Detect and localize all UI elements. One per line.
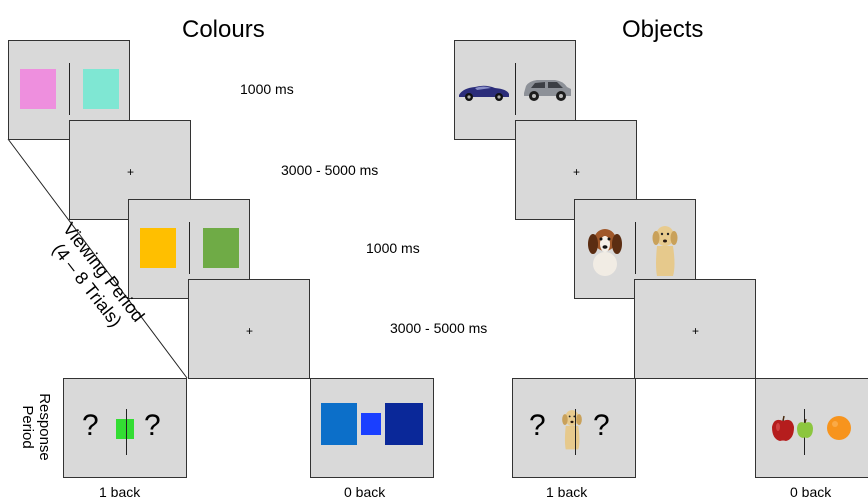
- objects-0back-caption: 0 back: [790, 484, 832, 500]
- divider-line: [69, 63, 70, 115]
- labrador-dog-icon: [652, 226, 678, 276]
- bright-green-square: [116, 419, 134, 439]
- question-mark-right: ?: [593, 409, 610, 442]
- colours-0back-caption: 0 back: [344, 484, 386, 500]
- response-period-line1: Response: [36, 393, 53, 461]
- suv-car-icon: [524, 80, 571, 101]
- response-period-line2: Period: [19, 405, 36, 449]
- divider-line: [635, 222, 636, 274]
- timing-fixation-2: 3000 - 5000 ms: [390, 320, 488, 336]
- objects-response-1back-panel: ? ?: [512, 378, 636, 478]
- divider-line: [189, 222, 190, 274]
- fixation-cross: +: [573, 165, 581, 179]
- blue-mid-square: [361, 413, 381, 435]
- colours-response-0back-panel: [310, 378, 434, 478]
- blue-large-square: [321, 403, 357, 445]
- colours-fixation-panel-2: +: [188, 279, 310, 379]
- question-mark-left: ?: [82, 409, 99, 442]
- orange-fruit-icon: [827, 416, 851, 440]
- labrador-dog-icon: [562, 410, 582, 450]
- timing-stimulus-1: 1000 ms: [240, 81, 294, 97]
- green-apple-icon: [797, 418, 813, 438]
- red-apple-icon: [772, 415, 794, 441]
- fixation-cross: +: [127, 165, 135, 179]
- objects-response-0back-panel: [755, 378, 868, 478]
- colours-title: Colours: [182, 16, 265, 43]
- beagle-puppy-icon: [588, 229, 622, 276]
- fixation-cross: +: [692, 324, 700, 338]
- pink-square: [20, 69, 56, 109]
- blue-dark-square: [385, 403, 423, 445]
- response-period-label: Response Period: [19, 387, 53, 467]
- timing-fixation-1: 3000 - 5000 ms: [281, 162, 379, 178]
- orange-square: [140, 228, 176, 268]
- timing-stimulus-2: 1000 ms: [366, 240, 420, 256]
- objects-title: Objects: [622, 16, 704, 43]
- divider-line: [575, 409, 576, 455]
- green-square: [203, 228, 239, 268]
- objects-1back-caption: 1 back: [546, 484, 588, 500]
- question-mark-left: ?: [529, 409, 546, 442]
- colours-1back-caption: 1 back: [99, 484, 141, 500]
- fixation-cross: +: [246, 324, 254, 338]
- divider-line: [126, 409, 127, 455]
- divider-line: [515, 63, 516, 115]
- question-mark-right: ?: [144, 409, 161, 442]
- colours-response-1back-panel: ? ?: [63, 378, 187, 478]
- sports-car-icon: [459, 85, 509, 101]
- objects-fixation-panel-2: +: [634, 279, 756, 379]
- aqua-square: [83, 69, 119, 109]
